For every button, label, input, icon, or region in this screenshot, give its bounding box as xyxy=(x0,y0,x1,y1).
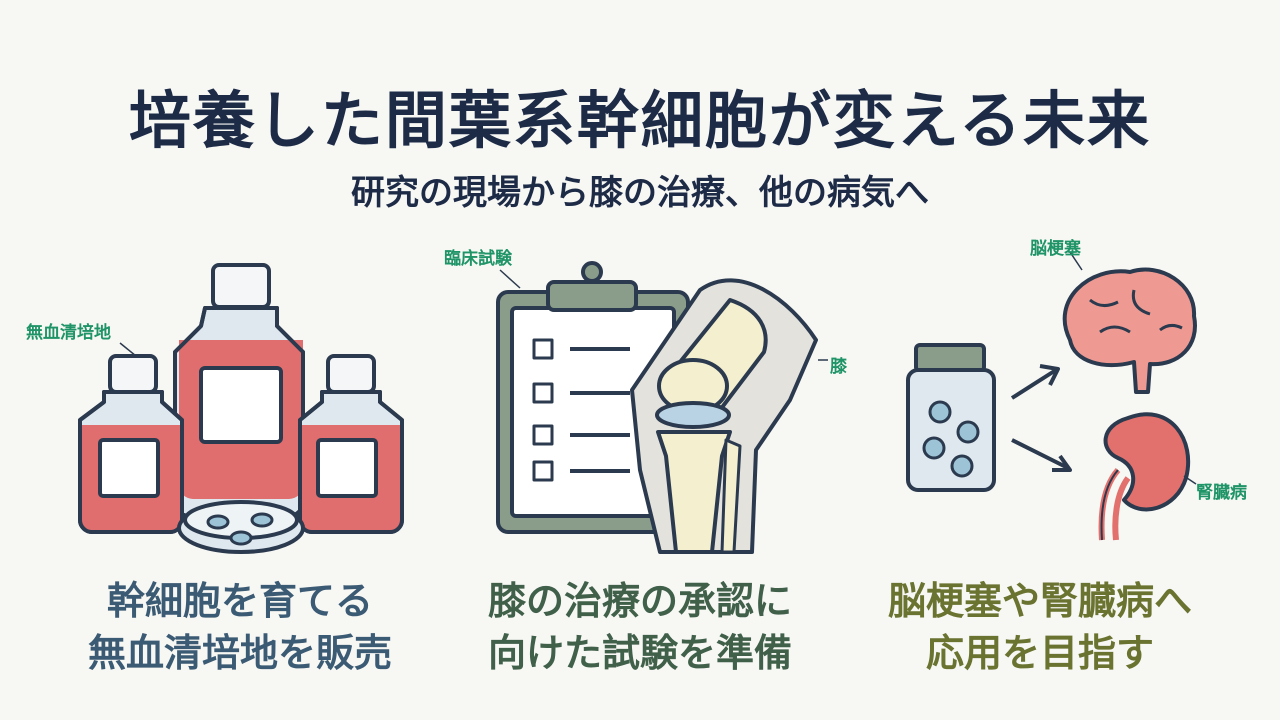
left-bottle-icon xyxy=(78,354,184,534)
knee-joint-icon xyxy=(630,278,818,554)
petri-dish-icon xyxy=(177,500,305,554)
arrow-icon xyxy=(1010,364,1072,472)
label-kidney-disease: 腎臓病 xyxy=(1196,483,1247,503)
clipboard-knee-illustration xyxy=(496,261,818,554)
label-leader-line xyxy=(119,342,137,357)
label-leader-line xyxy=(1069,251,1083,271)
caption-line: 応用を目指す xyxy=(925,631,1154,675)
label-stroke: 脳梗塞 xyxy=(1030,239,1081,259)
medium-bottles-illustration xyxy=(78,263,404,554)
applications-illustration xyxy=(906,267,1197,541)
caption-panel-1: 幹細胞を育てる 無血清培地を販売 xyxy=(40,575,440,679)
caption-line: 無血清培地を販売 xyxy=(87,631,392,675)
caption-line: 幹細胞を育てる xyxy=(106,579,373,623)
right-bottle-icon xyxy=(298,354,404,534)
label-leader-line xyxy=(499,269,521,289)
label-leader-line xyxy=(1183,475,1197,485)
caption-panel-2: 膝の治療の承認に 向けた試験を準備 xyxy=(440,575,840,679)
caption-line: 脳梗塞や腎臓病へ xyxy=(887,579,1192,623)
label-knee: 膝 xyxy=(830,357,847,377)
brain-icon xyxy=(1062,267,1197,394)
label-clinical-trial: 臨床試験 xyxy=(444,249,512,269)
large-bottle-icon xyxy=(173,263,305,518)
caption-line: 向けた試験を準備 xyxy=(487,631,792,675)
page-title: 培養した間葉系幹細胞が変える未来 xyxy=(128,84,1152,157)
label-serum-free-medium: 無血清培地 xyxy=(26,323,111,343)
caption-line: 膝の治療の承認に xyxy=(487,579,792,623)
kidney-icon xyxy=(1098,412,1191,541)
caption-panel-3: 脳梗塞や腎臓病へ 応用を目指す xyxy=(840,575,1240,679)
page-subtitle: 研究の現場から膝の治療、他の病気へ xyxy=(351,173,929,213)
cell-jar-icon xyxy=(906,343,996,492)
